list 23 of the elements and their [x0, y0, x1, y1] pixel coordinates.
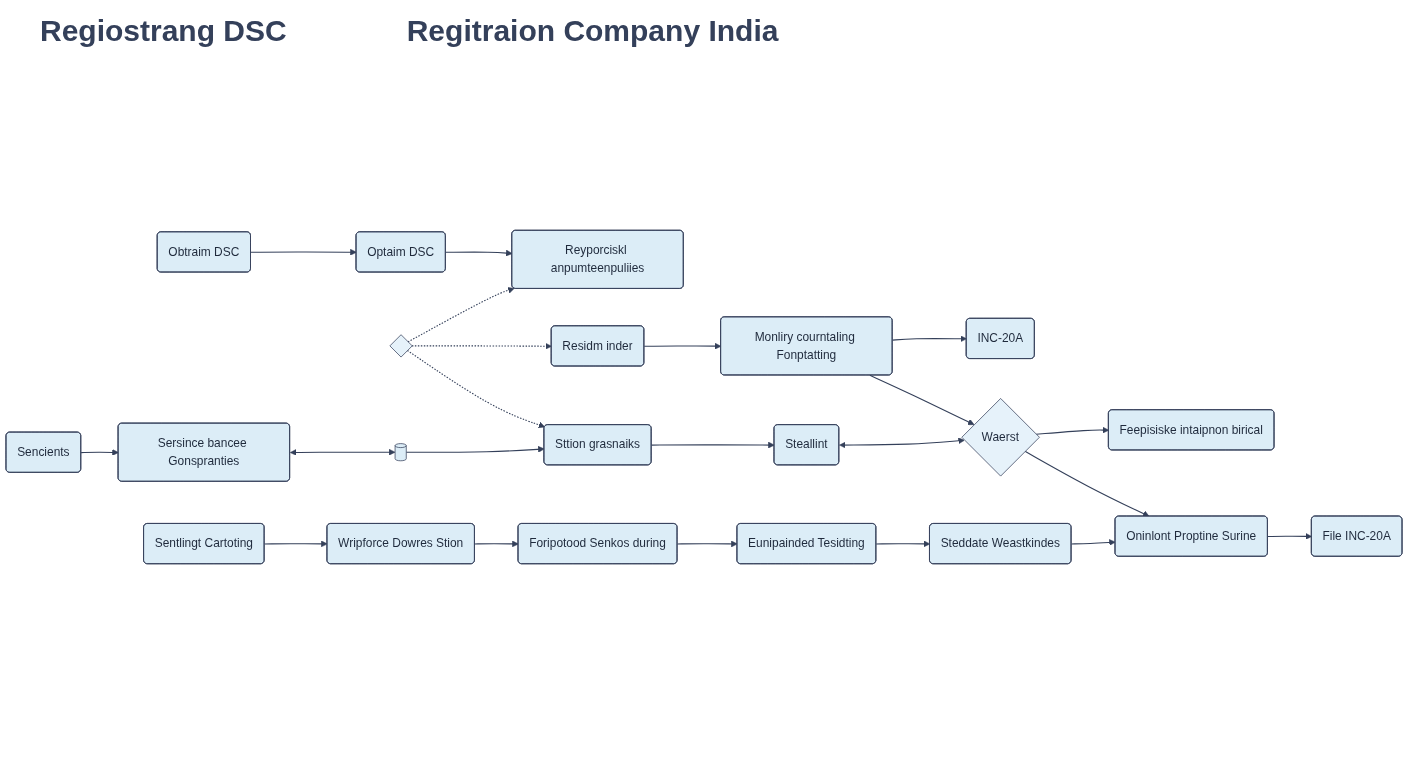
- arrow: [1024, 450, 1150, 517]
- node-diamond: [389, 334, 413, 358]
- arrow: [875, 540, 931, 548]
- arrow: [80, 449, 119, 456]
- arrow: [676, 540, 738, 548]
- arrow: [290, 448, 396, 456]
- arrow: [1070, 539, 1116, 546]
- arrow: [839, 437, 965, 449]
- arrow: [869, 374, 975, 425]
- arrow: [263, 540, 328, 548]
- arrow: [474, 540, 519, 548]
- arrow: [1267, 533, 1312, 540]
- arrow: [445, 249, 513, 257]
- node-diamond: Waerst: [961, 398, 1040, 477]
- node-picture: [394, 443, 407, 462]
- arrow: [892, 335, 967, 343]
- arrow: [643, 342, 722, 350]
- arrow: [405, 446, 545, 453]
- arrow: [1035, 426, 1110, 435]
- arrow: [250, 248, 357, 256]
- title: Regiostrang DSC: [40, 14, 287, 48]
- arrow: [651, 441, 775, 449]
- subtitle: Regitraion Company India: [406, 14, 779, 48]
